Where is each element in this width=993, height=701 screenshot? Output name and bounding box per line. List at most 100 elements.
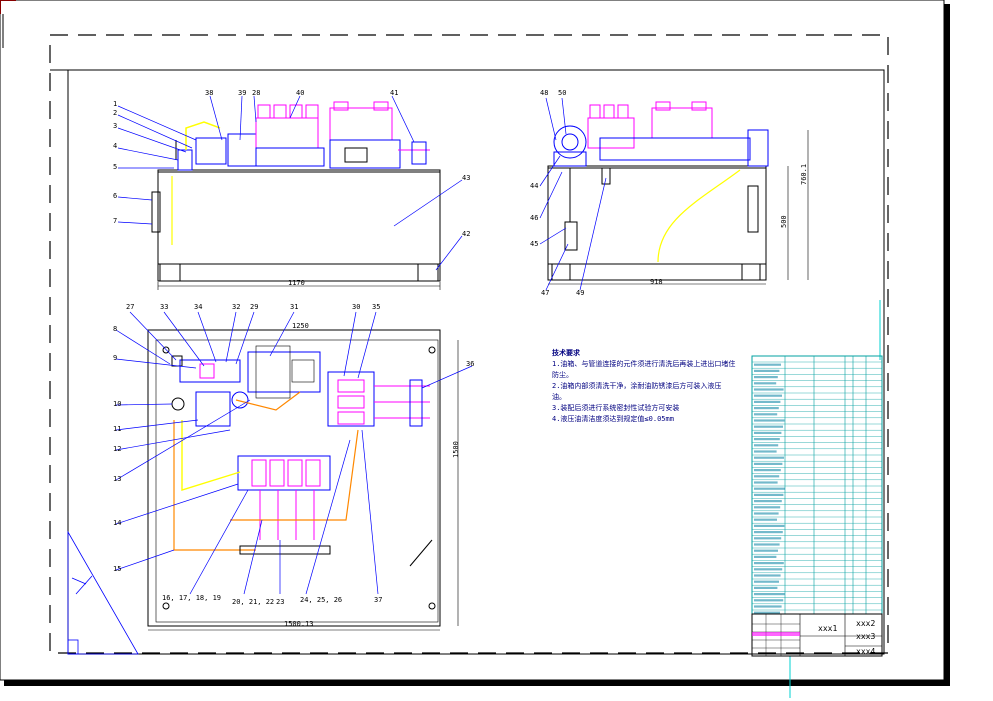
callout-side-48: 48 (540, 89, 549, 97)
callout-front-2: 2 (113, 109, 118, 117)
sheet (0, 0, 945, 681)
callout-front-6: 6 (113, 192, 118, 200)
plan-width-dim-top: 1250 (292, 322, 309, 330)
bom-row-text-mark (754, 407, 779, 410)
bom-row-text-mark (754, 394, 782, 397)
technical-notes: 技术要求 1.油箱、与管道连接的元件须进行清洗后再装上进出口堵住 防尘。 2.油… (552, 348, 735, 425)
callout-front-4: 4 (113, 142, 118, 150)
bom-row-text-mark (754, 413, 778, 416)
callout-side-44: 44 (530, 182, 539, 190)
callout-side-50: 50 (558, 89, 567, 97)
callout-side-47: 47 (541, 289, 550, 297)
notes-line-5: 3.装配后须进行系统密封性试验方可安装 (552, 404, 680, 412)
callout-plan-20-22: 20, 21, 22 (232, 598, 275, 606)
callout-front-28: 28 (252, 89, 261, 97)
corner-triangle (67, 530, 139, 655)
callout-plan-24-26: 24, 25, 26 (300, 596, 343, 604)
callout-plan-34: 34 (194, 303, 203, 311)
bom-row-text-mark (754, 369, 780, 372)
bom-row-text-mark (754, 363, 781, 366)
bom-row-text-mark (754, 531, 783, 534)
callout-plan-12: 12 (113, 445, 122, 453)
bom-row-text-mark (754, 543, 780, 546)
notes-line-3: 2.油箱内部须清洗干净，涂耐油防锈漆后方可装入液压 (552, 382, 722, 390)
bom-row-text-mark (754, 537, 782, 540)
bom-row-text-mark (754, 549, 778, 552)
bom-row-text-mark (754, 574, 781, 577)
notes-heading: 技术要求 (552, 349, 580, 357)
plan-height-dim: 1500 (452, 441, 460, 458)
callout-plan-11: 11 (113, 425, 122, 433)
front-view (117, 95, 463, 290)
notes-line-4: 油。 (552, 393, 566, 401)
inner-frame (67, 69, 885, 655)
callout-plan-33: 33 (160, 303, 169, 311)
callout-side-46: 46 (530, 214, 539, 222)
bom-row-text-mark (754, 469, 781, 472)
bom-row-text-mark (754, 555, 777, 558)
callout-plan-23: 23 (276, 598, 285, 606)
front-width-dim: 1170 (288, 279, 305, 287)
callout-plan-30: 30 (352, 303, 361, 311)
callout-side-49: 49 (576, 289, 585, 297)
callout-plan-10: 10 (113, 400, 122, 408)
callout-plan-29: 29 (250, 303, 259, 311)
bom-row-text-mark (754, 580, 779, 583)
callout-front-5: 5 (113, 163, 118, 171)
notes-line-2: 防尘。 (552, 371, 573, 379)
bom-row-text-mark (754, 500, 782, 503)
callout-plan-35: 35 (372, 303, 381, 311)
bom-row-text-mark (754, 593, 785, 596)
side-view (539, 97, 809, 291)
bom-row-text-mark (754, 419, 785, 422)
bom-row-text-mark (754, 562, 784, 565)
callout-front-39: 39 (238, 89, 247, 97)
bom-row-text-mark (754, 524, 785, 527)
bom-row-text-mark (754, 512, 779, 515)
bom-row-text-mark (754, 431, 782, 434)
callout-front-3: 3 (113, 122, 118, 130)
notes-line-1: 1.油箱、与管道连接的元件须进行清洗后再装上进出口堵住 (552, 360, 736, 368)
bom-row-text-mark (754, 599, 784, 602)
side-width-dim: 918 (650, 278, 663, 286)
callout-plan-27: 27 (126, 303, 135, 311)
callout-plan-16-19: 16, 17, 18, 19 (162, 594, 222, 602)
title-block-cell-3: xxx3 (856, 632, 876, 641)
bom-row-text-mark (754, 518, 777, 521)
notes-line-6: 4.液压油清洁度须达到规定值≤0.05mm (552, 415, 674, 423)
bom-row-text-mark (754, 444, 779, 447)
bom-row-text-mark (754, 462, 783, 465)
bom-row-text-mark (754, 376, 778, 379)
callout-plan-14: 14 (113, 519, 122, 527)
title-block (751, 613, 883, 657)
bom-row-text-mark (754, 425, 783, 428)
callout-plan-36: 36 (466, 360, 475, 368)
callout-plan-13: 13 (113, 475, 122, 483)
bom-row-text-mark (754, 382, 777, 385)
bom-row-text-mark (754, 450, 777, 453)
callout-front-7: 7 (113, 217, 118, 225)
bom-row-text-mark (754, 568, 783, 571)
callout-plan-15: 15 (113, 565, 122, 573)
callout-front-1: 1 (113, 100, 118, 108)
bom-row-text-mark (754, 506, 781, 509)
bom-row-text-mark (754, 487, 785, 490)
callout-plan-32: 32 (232, 303, 241, 311)
callout-plan-8: 8 (113, 325, 118, 333)
callout-front-42: 42 (462, 230, 471, 238)
callout-side-45: 45 (530, 240, 539, 248)
bom-row-text-mark (754, 493, 784, 496)
bom-table (751, 355, 883, 615)
callout-front-43: 43 (462, 174, 471, 182)
plan-width-dim-bottom: 1500.13 (284, 620, 314, 628)
bom-row-text-mark (754, 456, 784, 459)
title-block-cell-1: xxx1 (818, 624, 838, 633)
callout-front-41: 41 (390, 89, 399, 97)
bom-row-text-mark (754, 388, 784, 391)
title-block-cell-4: xxx4 (856, 647, 876, 656)
bom-row-text-mark (754, 438, 780, 441)
bom-row-text-mark (754, 586, 778, 589)
callout-front-38: 38 (205, 89, 214, 97)
callout-plan-31: 31 (290, 303, 299, 311)
